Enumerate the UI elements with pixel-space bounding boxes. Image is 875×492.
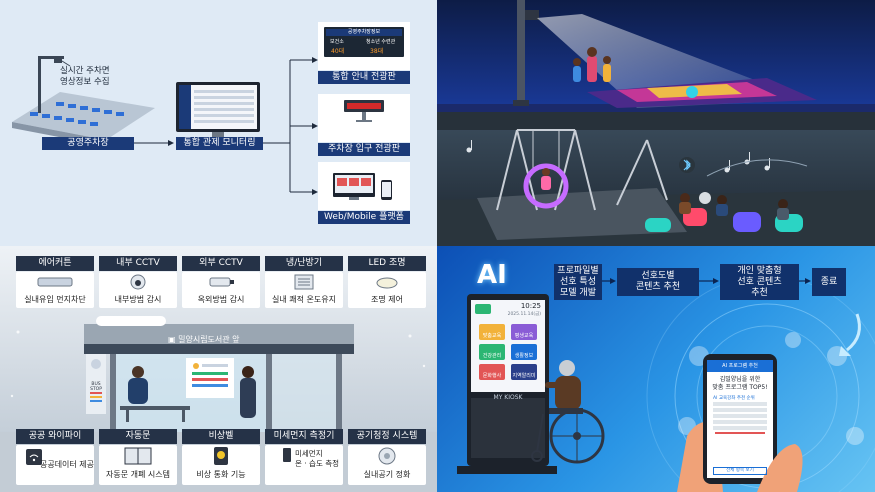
sensor-card-dust-meter: 미세먼지 온 · 습도 측정 — [265, 445, 343, 485]
kiosk-brand: MY KIOSK — [493, 394, 523, 401]
sensor-label-air-curtain: 에어커튼 — [16, 256, 94, 271]
sensor-card-wifi: 공공데이터 제공 — [16, 445, 94, 485]
sensor-desc: 실내유입 먼지차단 — [24, 295, 86, 304]
sensor-card-air-curtain: 실내유입 먼지차단 — [16, 272, 94, 308]
parking-lot-label: 공영주차장 — [42, 137, 134, 150]
kiosk-screen: 10:25 2025.11.14(금) 맞춤교육 평생교육 건강관리 생활정보 … — [471, 300, 545, 392]
sensor-label-wifi: 공공 와이파이 — [16, 429, 94, 444]
sensor-card-emergency-bell: 비상 통화 기능 — [182, 445, 260, 485]
sensor-label-led: LED 조명 — [348, 256, 426, 271]
phone-subtitle: AI 교육강좌 추천 순위 — [713, 396, 755, 401]
air-curtain-icon — [37, 277, 73, 287]
board-col2: 청소년 수련관 — [366, 39, 396, 45]
sensor-card-hvac: 실내 쾌적 온도유지 — [265, 272, 343, 308]
sensor-desc: 미세먼지 온 · 습도 측정 — [295, 449, 340, 468]
sensor-card-inner-cctv: 내부방범 감시 — [99, 272, 177, 308]
sensor-desc: 비상 통화 기능 — [196, 470, 246, 479]
kiosk-btn-lifelong[interactable]: 평생교육 — [511, 324, 537, 340]
sliding-door-icon — [124, 447, 152, 465]
smart-park-scene-panel — [437, 0, 875, 246]
kiosk-btn-living-info[interactable]: 생활정보 — [511, 344, 537, 360]
wifi-router-icon — [26, 449, 42, 465]
sensor-label-inner-cctv: 내부 CCTV — [99, 256, 177, 271]
dust-sensor-icon — [283, 448, 291, 462]
ai-kiosk-panel: AI 프로파일별 선호 특성 모델 개발 선호도별 콘텐츠 추천 개인 맞춤형 … — [437, 246, 875, 492]
board-header: 공영주차장정보 — [347, 29, 381, 35]
sensor-desc: 공공데이터 제공 — [39, 460, 95, 469]
sensor-desc: 자동문 개폐 시스템 — [106, 470, 170, 479]
shelter-sign: ▣ 밀양시립도서관 앞 — [168, 334, 240, 345]
ai-label: AI — [477, 260, 507, 290]
monitoring-label: 통합 관제 모니터링 — [176, 137, 263, 150]
sensor-label-air-purifier: 공기청정 시스템 — [348, 429, 426, 444]
sensor-label-hvac: 냉/난방기 — [265, 256, 343, 271]
output-unified-board: 통합 안내 전광판 — [318, 71, 410, 84]
sensor-label-emergency-bell: 비상벨 — [182, 429, 260, 444]
ceiling-light-icon — [376, 277, 398, 289]
cctv-caption: 실시간 주차면 영상정보 수집 — [60, 66, 110, 87]
smart-park-illustration — [437, 0, 875, 246]
bus-stop-label: BUS STOP — [90, 382, 102, 392]
sensor-label-dust-meter: 미세먼지 측정기 — [265, 429, 343, 444]
sensor-label-auto-door: 자동문 — [99, 429, 177, 444]
sensor-desc: 조명 제어 — [371, 295, 403, 304]
board-val1: 40대 — [331, 48, 345, 55]
dome-camera-icon — [130, 274, 146, 290]
kiosk-btn-culture[interactable]: 문화행사 — [479, 364, 505, 380]
phone-view-all-button[interactable]: 전체 항목 보기 — [713, 467, 767, 475]
sensor-card-air-purifier: 실내공기 정화 — [348, 445, 426, 485]
sensor-desc: 내부방범 감시 — [114, 295, 162, 304]
output-web-mobile: Web/Mobile 플랫폼 — [318, 211, 410, 224]
output-entrance-board: 주차장 입구 전광판 — [318, 143, 410, 156]
sensor-card-led: 조명 제어 — [348, 272, 426, 308]
sensor-desc: 실내공기 정화 — [363, 470, 411, 479]
kiosk-btn-education[interactable]: 맞춤교육 — [479, 324, 505, 340]
parking-diagram-graphics — [12, 22, 410, 210]
board-col1: 보건소 — [330, 39, 344, 45]
parking-system-panel: 실시간 주차면 영상정보 수집 공영주차장 통합 관제 모니터링 공영주차장정보… — [0, 0, 437, 246]
bus-icon: ▣ — [168, 335, 179, 344]
kiosk-btn-health[interactable]: 건강관리 — [479, 344, 505, 360]
sensor-desc: 실내 쾌적 온도유지 — [272, 295, 336, 304]
sensor-card-auto-door: 자동문 개폐 시스템 — [99, 445, 177, 485]
air-purifier-icon — [378, 447, 396, 465]
kiosk-time: 10:25 — [520, 302, 541, 310]
sensor-card-outer-cctv: 옥외방범 감시 — [182, 272, 260, 308]
sensor-desc: 옥외방범 감시 — [197, 295, 245, 304]
logo-icon — [475, 304, 491, 314]
flow-step-personal-recommend: 개인 맞춤형 선호 콘텐츠 추천 — [720, 264, 799, 300]
phone-title: 김밀양님을 위한 맞춤 프로그램 TOP5! — [712, 376, 768, 391]
sensor-label-outer-cctv: 외부 CCTV — [182, 256, 260, 271]
kiosk-date: 2025.11.14(금) — [507, 312, 541, 317]
kiosk-btn-local-notice[interactable]: 지역알리미 — [511, 364, 537, 380]
flow-step-profile-model: 프로파일별 선호 특성 모델 개발 — [554, 264, 602, 300]
phone-header: AI 프로그램 추천 — [722, 363, 758, 369]
flow-step-preference-recommend: 선호도별 콘텐츠 추천 — [617, 268, 699, 296]
shelter-sign-text: 밀양시립도서관 앞 — [178, 335, 240, 344]
board-val2: 38대 — [370, 48, 384, 55]
flow-step-end: 종료 — [812, 268, 846, 296]
hvac-vent-icon — [294, 274, 314, 290]
smart-shelter-panel: 에어커튼 내부 CCTV 외부 CCTV 냉/난방기 LED 조명 실내유입 먼… — [0, 246, 437, 492]
emergency-bell-icon — [214, 447, 228, 465]
bullet-camera-icon — [209, 277, 234, 287]
